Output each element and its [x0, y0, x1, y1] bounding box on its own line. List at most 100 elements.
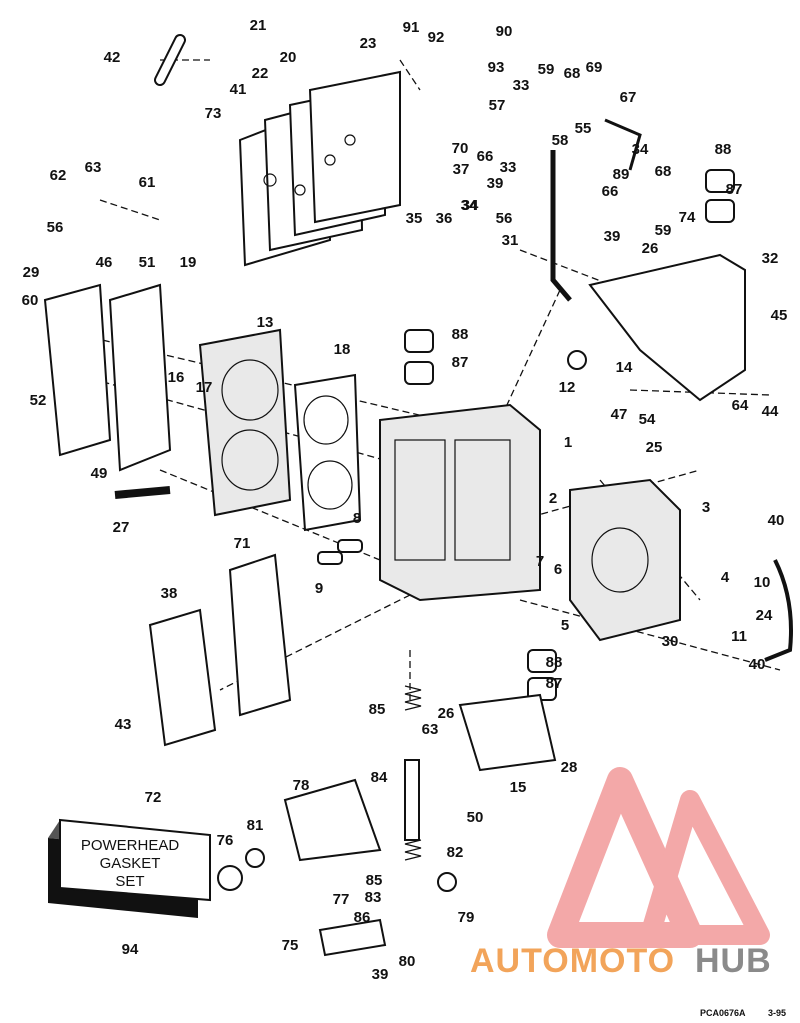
callout-92: 92 [428, 29, 445, 46]
callout-44: 44 [762, 403, 779, 420]
callout-66: 66 [477, 148, 494, 165]
callout-21: 21 [250, 17, 267, 34]
callout-68: 68 [564, 65, 581, 82]
callout-82: 82 [447, 844, 464, 861]
callout-19: 19 [180, 254, 197, 271]
callout-47: 47 [611, 406, 628, 423]
watermark-part1: AUTOMOTO [470, 942, 675, 980]
callout-49: 49 [91, 465, 108, 482]
callout-87: 87 [726, 181, 743, 198]
callout-93: 93 [488, 59, 505, 76]
kit-box-line2: GASKET [100, 855, 161, 872]
callout-68: 68 [655, 163, 672, 180]
callout-15: 15 [510, 779, 527, 796]
callout-70: 70 [452, 140, 469, 157]
callout-64: 64 [732, 397, 749, 414]
callout-55: 55 [575, 120, 592, 137]
callout-10: 10 [754, 574, 771, 591]
exhaust-cover-stack [238, 70, 401, 267]
callout-34: 34 [461, 197, 478, 214]
watermark-logo [547, 767, 770, 948]
small-parts [114, 118, 793, 892]
callout-42: 42 [104, 49, 121, 66]
callout-26: 26 [642, 240, 659, 257]
callout-87: 87 [452, 354, 469, 371]
callout-62: 62 [50, 167, 67, 184]
callout-89: 89 [613, 166, 630, 183]
callout-13: 13 [257, 314, 274, 331]
callout-54: 54 [639, 411, 656, 428]
callout-7: 7 [536, 553, 544, 570]
callout-39: 39 [372, 966, 389, 983]
callout-38: 38 [161, 585, 178, 602]
callout-88: 88 [546, 654, 563, 671]
callout-67: 67 [620, 89, 637, 106]
callout-46: 46 [96, 254, 113, 271]
callout-30: 30 [662, 633, 679, 650]
document-date: 3-95 [768, 1008, 786, 1018]
gasket-set-box: POWERHEAD GASKET SET [48, 818, 211, 918]
callout-29: 29 [23, 264, 40, 281]
callout-76: 76 [217, 832, 234, 849]
kit-box-line3: SET [115, 873, 144, 890]
callout-14: 14 [616, 359, 633, 376]
callout-25: 25 [646, 439, 663, 456]
callout-32: 32 [762, 250, 779, 267]
callout-51: 51 [139, 254, 156, 271]
callout-8: 8 [353, 510, 361, 527]
callout-28: 28 [561, 759, 578, 776]
crankcase [569, 478, 681, 642]
callout-75: 75 [282, 937, 299, 954]
callout-34: 34 [632, 141, 649, 158]
callout-18: 18 [334, 341, 351, 358]
callout-77: 77 [333, 891, 350, 908]
callout-88: 88 [452, 326, 469, 343]
callout-4: 4 [721, 569, 730, 586]
callout-94: 94 [122, 941, 139, 958]
callout-1: 1 [564, 434, 572, 451]
callout-59: 59 [655, 222, 672, 239]
callout-56: 56 [496, 210, 513, 227]
bracket-45 [588, 253, 746, 402]
callout-50: 50 [467, 809, 484, 826]
callout-41: 41 [230, 81, 247, 98]
callout-35: 35 [406, 210, 423, 227]
callout-39: 39 [604, 228, 621, 245]
callout-16: 16 [168, 369, 185, 386]
callout-6: 6 [554, 561, 562, 578]
callout-85: 85 [366, 872, 383, 889]
callout-61: 61 [139, 174, 156, 191]
callout-3: 3 [702, 499, 710, 516]
callout-45: 45 [771, 307, 788, 324]
callout-63: 63 [85, 159, 102, 176]
callout-39: 39 [487, 175, 504, 192]
callout-72: 72 [145, 789, 162, 806]
callout-71: 71 [234, 535, 251, 552]
callout-56: 56 [47, 219, 64, 236]
callout-57: 57 [489, 97, 506, 114]
callout-59: 59 [538, 61, 555, 78]
callout-9: 9 [315, 580, 323, 597]
callout-87: 87 [546, 675, 563, 692]
spring-shaft-assembly [404, 685, 422, 861]
callout-12: 12 [559, 379, 576, 396]
callout-88: 88 [715, 141, 732, 158]
callout-90: 90 [496, 23, 513, 40]
callout-20: 20 [280, 49, 297, 66]
callout-11: 11 [731, 628, 747, 645]
callout-84: 84 [371, 769, 388, 786]
callout-81: 81 [247, 817, 264, 834]
kit-box-line1: POWERHEAD [81, 837, 180, 854]
callout-73: 73 [205, 105, 222, 122]
callout-66: 66 [602, 183, 619, 200]
callout-27: 27 [113, 519, 130, 536]
lower-covers [148, 553, 557, 957]
callout-5: 5 [561, 617, 569, 634]
callout-24: 24 [756, 607, 773, 624]
side-cover-stack [43, 283, 362, 532]
callout-34: 34 [462, 197, 479, 214]
callout-26: 26 [438, 705, 455, 722]
callout-78: 78 [293, 777, 310, 794]
callout-58: 58 [552, 132, 569, 149]
